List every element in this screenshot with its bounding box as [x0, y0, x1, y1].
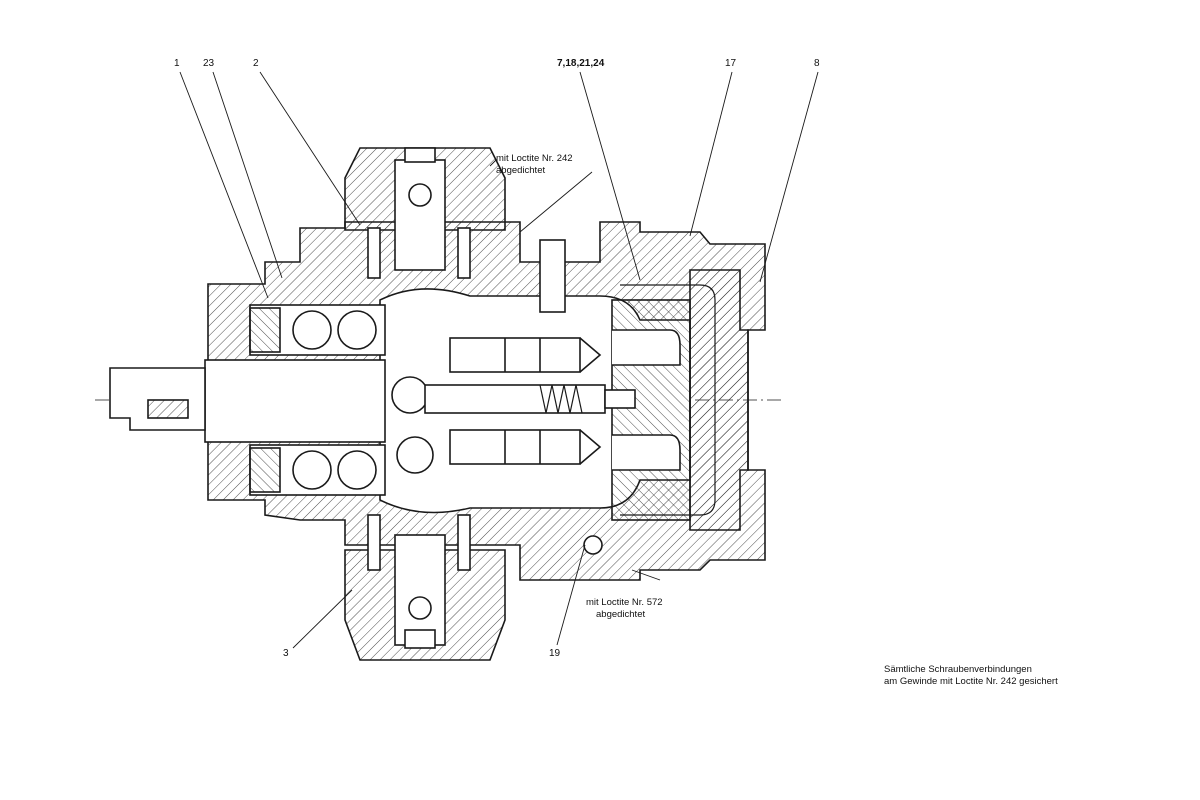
drive-shaft — [204, 359, 386, 443]
callout-19: 19 — [549, 648, 561, 659]
note-general-line1: Sämtliche Schraubenverbindungen — [884, 664, 1032, 675]
callout-3: 3 — [283, 648, 289, 659]
rear-cover — [689, 269, 749, 531]
kidney-port-lower — [612, 434, 681, 471]
bottom-screw-left — [367, 514, 381, 571]
piston-upper — [449, 337, 602, 373]
note-loctite-242-line2: abgedichtet — [496, 165, 546, 176]
callout-7-18-21-24: 7,18,21,24 — [557, 58, 605, 69]
callout-17: 17 — [725, 58, 737, 69]
bottom-port-ball — [408, 596, 432, 620]
joint-ball-bottom — [396, 436, 434, 474]
bottom-screw-right — [457, 514, 471, 571]
shaft-keyed-end — [109, 367, 206, 431]
leader-lines — [179, 71, 819, 649]
piston-lower — [449, 429, 602, 465]
callout-1: 1 — [174, 58, 180, 69]
note-general: Sämtliche Schraubenverbindungen am Gewin… — [884, 664, 1058, 688]
top-pin — [539, 239, 566, 313]
center-spring — [424, 384, 636, 414]
rear-oil-channel — [620, 284, 716, 516]
callout-8: 8 — [814, 58, 820, 69]
callout-2: 2 — [253, 58, 259, 69]
drilled-hole-bottom — [583, 535, 603, 555]
note-loctite-572-line1: mit Loctite Nr. 572 — [586, 597, 663, 608]
kidney-port-upper — [612, 329, 681, 366]
callout-23: 23 — [203, 58, 215, 69]
bottom-plug — [404, 629, 436, 649]
shaft-key — [147, 399, 189, 419]
note-loctite-572: mit Loctite Nr. 572 abgedichtet — [586, 597, 663, 621]
front-bearing-bottom — [249, 444, 386, 496]
note-loctite-242-line1: mit Loctite Nr. 242 — [496, 153, 573, 164]
top-port-bore — [394, 159, 446, 271]
note-loctite-242: mit Loctite Nr. 242 abgedichtet — [496, 153, 573, 177]
note-loctite-572-line2: abgedichtet — [596, 609, 646, 620]
top-screw-left — [367, 227, 381, 279]
bottom-port-bore — [394, 534, 446, 646]
top-plug — [404, 147, 436, 163]
note-general-line2: am Gewinde mit Loctite Nr. 242 gesichert — [884, 676, 1058, 687]
top-screw-right — [457, 227, 471, 279]
top-port-ball — [408, 183, 432, 207]
front-bearing-top — [249, 304, 386, 356]
joint-ball-top — [391, 376, 429, 414]
